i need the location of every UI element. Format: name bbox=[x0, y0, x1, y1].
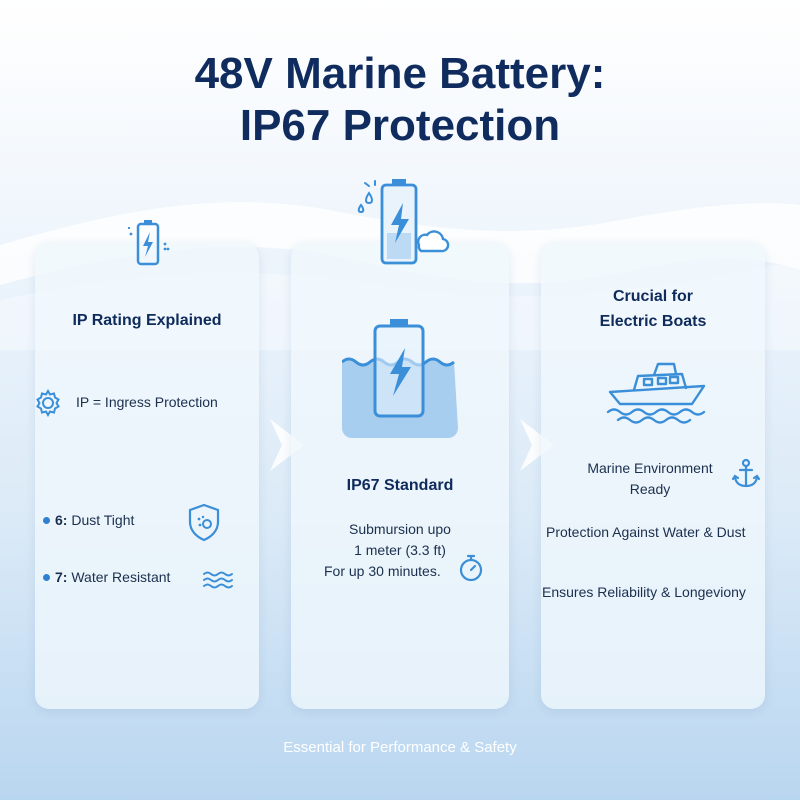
card3-item1-line-2: Ready bbox=[629, 481, 671, 497]
card2-line-2: 1 meter (3.3 ft) bbox=[354, 542, 446, 558]
title-line-2: IP67 Protection bbox=[239, 101, 561, 150]
gear-icon bbox=[36, 388, 60, 418]
water-waves-icon bbox=[203, 571, 233, 589]
shield-dust-icon bbox=[188, 503, 220, 542]
bullet-dot bbox=[43, 574, 50, 581]
card3-heading: Crucial for Electric Boats bbox=[541, 284, 765, 334]
card3-heading-line-2: Electric Boats bbox=[599, 313, 707, 330]
digit-7-label: 7: bbox=[55, 569, 68, 585]
card-ip-rating bbox=[35, 243, 259, 709]
boat-icon bbox=[606, 362, 706, 424]
dust-tight-item: 6: Dust Tight bbox=[55, 510, 134, 531]
card3-item-3: Ensures Reliability & Longeviony bbox=[542, 584, 746, 600]
card3-heading-line-1: Crucial for bbox=[612, 288, 693, 305]
stopwatch-icon bbox=[459, 554, 483, 582]
card2-line-1: Submursion upo bbox=[349, 521, 451, 537]
bullet-dot bbox=[43, 517, 50, 524]
chevron-right-icon bbox=[270, 419, 304, 471]
title-line-1: 48V Marine Battery: bbox=[194, 49, 606, 98]
card3-item-2: Protection Against Water & Dust bbox=[546, 524, 746, 540]
page-title: 48V Marine Battery: IP67 Protection bbox=[0, 48, 800, 152]
battery-sparkle-icon bbox=[128, 220, 170, 266]
anchor-icon bbox=[731, 458, 761, 488]
card-electric-boats bbox=[541, 243, 765, 709]
digit-7-text: Water Resistant bbox=[71, 569, 171, 585]
water-resistant-item: 7: Water Resistant bbox=[55, 567, 170, 588]
card2-heading: IP67 Standard bbox=[346, 477, 454, 494]
submerged-battery-icon bbox=[342, 319, 458, 438]
card3-item1-line-1: Marine Environment bbox=[587, 460, 713, 476]
digit-6-text: Dust Tight bbox=[71, 512, 135, 528]
card1-heading: IP Rating Explained bbox=[72, 312, 222, 329]
digit-6-label: 6: bbox=[55, 512, 68, 528]
card2-line-3: For up 30 minutes. bbox=[324, 563, 441, 579]
footer-tagline: Essential for Performance & Safety bbox=[283, 739, 517, 756]
chevron-right-icon bbox=[520, 419, 554, 471]
ip-definition: IP = Ingress Protection bbox=[76, 394, 218, 410]
battery-splash-cloud-icon bbox=[357, 179, 450, 265]
